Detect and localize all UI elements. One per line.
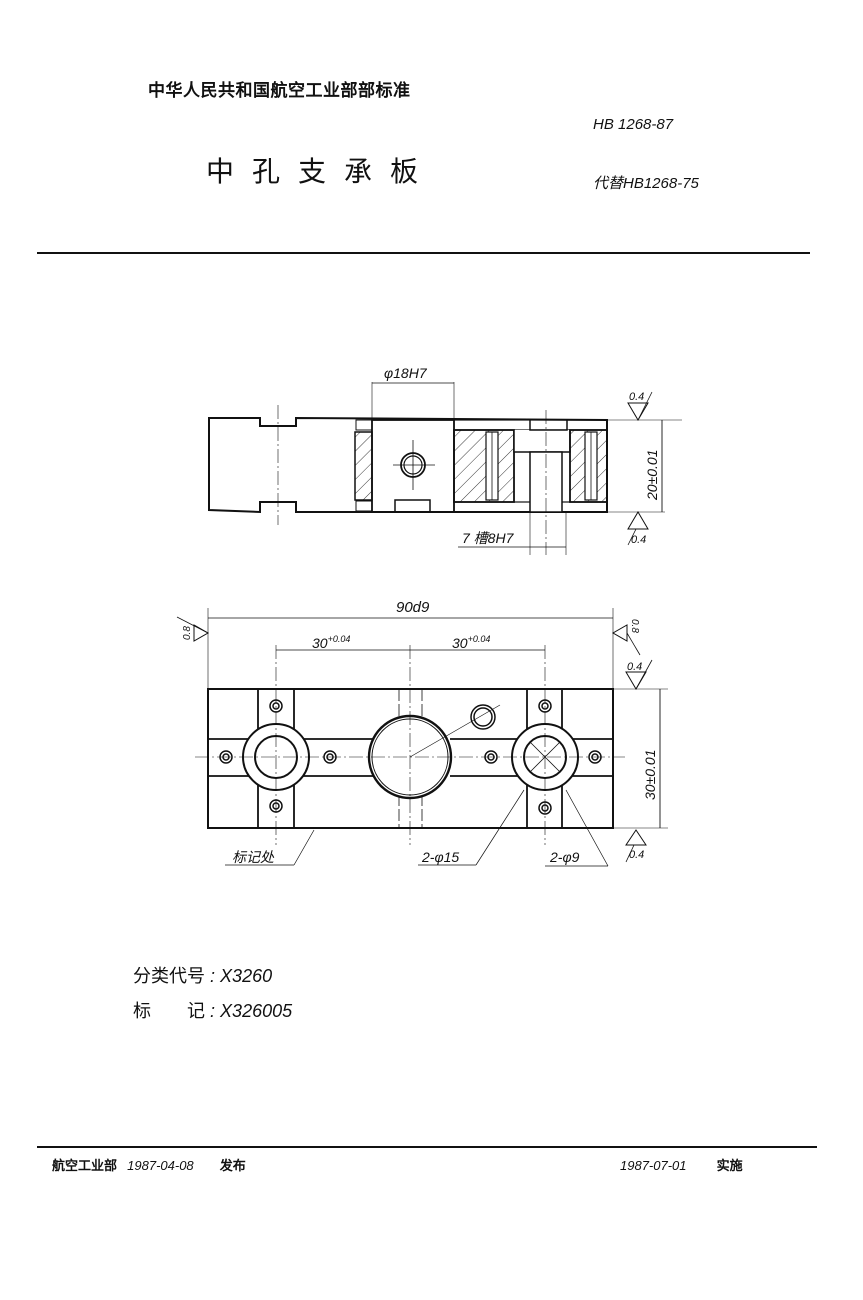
overall-length-dimension: 90d9 <box>396 599 430 616</box>
marking-code: 标 记 : X326005 <box>133 997 292 1023</box>
roughness-left: 0.8 <box>182 626 193 640</box>
issue-info: 航空工业部 1987-04-08 发布 <box>52 1155 246 1174</box>
roughness-top: 0.4 <box>629 391 644 403</box>
plan-roughness-top: 0.4 <box>627 661 642 673</box>
classification-code-value: X3260 <box>220 966 273 986</box>
standard-organization: 中华人民共和国航空工业部部标准 <box>148 81 411 101</box>
marking-location-label: 标记处 <box>232 849 275 865</box>
pitch-right-dimension: 30+0.04 <box>452 634 490 651</box>
bore-dimension: φ18H7 <box>384 365 428 381</box>
classification-code: 分类代号 : X3260 <box>133 962 272 988</box>
footer-divider <box>37 1146 817 1148</box>
effective-date: 1987-07-01 <box>620 1158 687 1173</box>
classification-code-label: 分类代号 <box>133 966 205 987</box>
effective-info: 1987-07-01 实施 <box>620 1155 743 1174</box>
slot-dimension: 7 槽8H7 <box>462 530 515 546</box>
document-title: 中孔支承板 <box>206 155 437 188</box>
effective-label: 实施 <box>716 1159 743 1174</box>
callout-holes-9: 2-φ9 <box>549 849 580 865</box>
colon: : <box>210 1001 216 1021</box>
issuer: 航空工业部 <box>52 1159 118 1174</box>
callout-holes-15: 2-φ15 <box>421 849 459 865</box>
marking-label: 标 记 <box>133 1001 205 1022</box>
replaces-standard: 代替HB1268-75 <box>593 175 699 192</box>
roughness-bottom: 0.4 <box>631 534 646 546</box>
width-dimension: 30±0.01 <box>642 749 658 800</box>
marking-value: X326005 <box>220 1001 293 1021</box>
section-view: φ18H7 7 槽8H7 20±0.01 0.4 0.4 <box>208 365 682 555</box>
plan-view: 90d9 30+0.04 30+0.04 30±0.01 0.8 0.8 0.4… <box>176 599 668 867</box>
issue-date: 1987-04-08 <box>127 1158 194 1173</box>
height-dimension: 20±0.01 <box>644 449 660 501</box>
pitch-left-dimension: 30+0.04 <box>312 634 350 651</box>
issue-label: 发布 <box>219 1159 246 1174</box>
plan-roughness-bottom: 0.4 <box>629 849 644 861</box>
standard-number: HB 1268-87 <box>593 116 674 133</box>
engineering-drawing: φ18H7 7 槽8H7 20±0.01 0.4 0.4 <box>176 365 682 867</box>
colon: : <box>210 966 216 986</box>
header-divider <box>37 252 810 254</box>
roughness-right: 0.8 <box>629 619 640 633</box>
